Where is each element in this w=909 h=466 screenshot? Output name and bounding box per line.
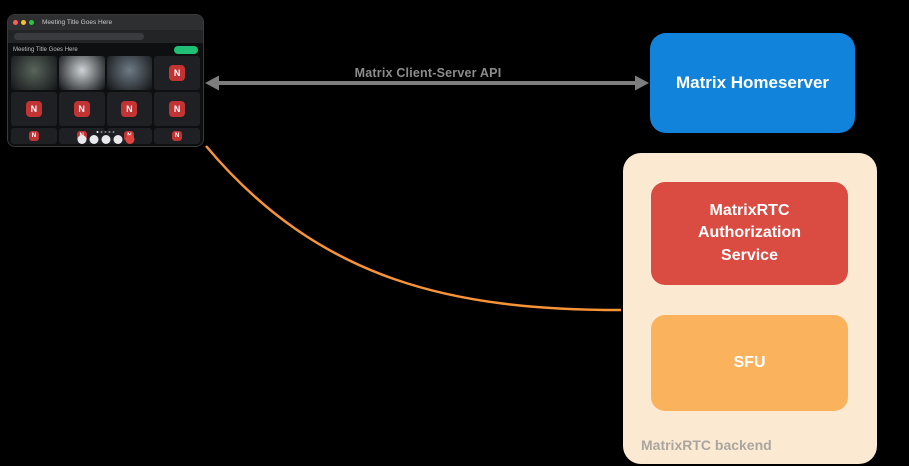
page-dot xyxy=(112,131,115,133)
close-traffic-light-icon xyxy=(13,20,18,25)
letter-avatar: N xyxy=(169,101,186,117)
letter-avatar: N xyxy=(172,131,183,141)
mic-button xyxy=(77,135,86,144)
participant-grid: NNNNNNNNN xyxy=(8,56,203,144)
letter-avatar: N xyxy=(73,101,90,117)
letter-avatar: N xyxy=(25,101,42,117)
authorization-service-box: MatrixRTC Authorization Service xyxy=(651,182,848,285)
page-dot xyxy=(96,131,99,133)
call-title: Meeting Title Goes Here xyxy=(13,46,78,53)
camera-button xyxy=(89,135,98,144)
api-arrow-label: Matrix Client-Server API xyxy=(354,66,502,80)
call-action-pill xyxy=(174,45,198,54)
call-controls xyxy=(77,135,134,144)
matrixrtc-backend-group: MatrixRTC Authorization Service SFU Matr… xyxy=(623,153,877,464)
authorization-service-label: MatrixRTC Authorization Service xyxy=(697,201,802,264)
call-header: Meeting Title Goes Here xyxy=(8,43,203,56)
video-tile xyxy=(106,56,153,90)
call-controls-wrap xyxy=(77,131,134,144)
avatar-tile: N xyxy=(58,92,105,126)
avatar-tile: N xyxy=(11,92,57,126)
screenshare-button xyxy=(101,135,110,144)
pagination-dots xyxy=(96,131,115,133)
letter-avatar: N xyxy=(28,131,39,141)
page-dot xyxy=(100,131,103,133)
minimize-traffic-light-icon xyxy=(21,20,26,25)
avatar-tile: N xyxy=(154,56,200,90)
avatar-tile: N xyxy=(154,128,200,144)
browser-titlebar: Meeting Title Goes Here xyxy=(8,15,203,30)
client-sfu-connection-curve xyxy=(205,145,622,312)
video-tile xyxy=(11,56,57,90)
video-tile xyxy=(58,56,105,90)
avatar-tile: N xyxy=(106,92,153,126)
call-app-view: Meeting Title Goes Here NNNNNNNNN xyxy=(8,43,203,146)
avatar-tile: N xyxy=(154,92,200,126)
hangup-button xyxy=(125,135,134,144)
sfu-box: SFU xyxy=(651,315,848,411)
browser-tab-title: Meeting Title Goes Here xyxy=(42,19,113,26)
page-dot xyxy=(108,131,111,133)
letter-avatar: N xyxy=(169,65,186,81)
page-dot xyxy=(104,131,107,133)
traffic-lights xyxy=(13,20,34,25)
zoom-traffic-light-icon xyxy=(29,20,34,25)
homeserver-label: Matrix Homeserver xyxy=(675,73,830,92)
avatar-tile: N xyxy=(11,128,57,144)
sfu-label: SFU xyxy=(733,354,766,371)
address-bar-pill xyxy=(14,33,144,40)
letter-avatar: N xyxy=(121,101,138,117)
backend-group-label: MatrixRTC backend xyxy=(641,437,772,453)
element-call-client-screenshot: Meeting Title Goes Here Meeting Title Go… xyxy=(8,15,203,146)
arrowhead-right-icon xyxy=(635,75,649,91)
arrowhead-left-icon xyxy=(205,75,219,91)
homeserver-box: Matrix Homeserver xyxy=(650,33,855,133)
more-button xyxy=(113,135,122,144)
browser-addressbar xyxy=(8,30,203,43)
